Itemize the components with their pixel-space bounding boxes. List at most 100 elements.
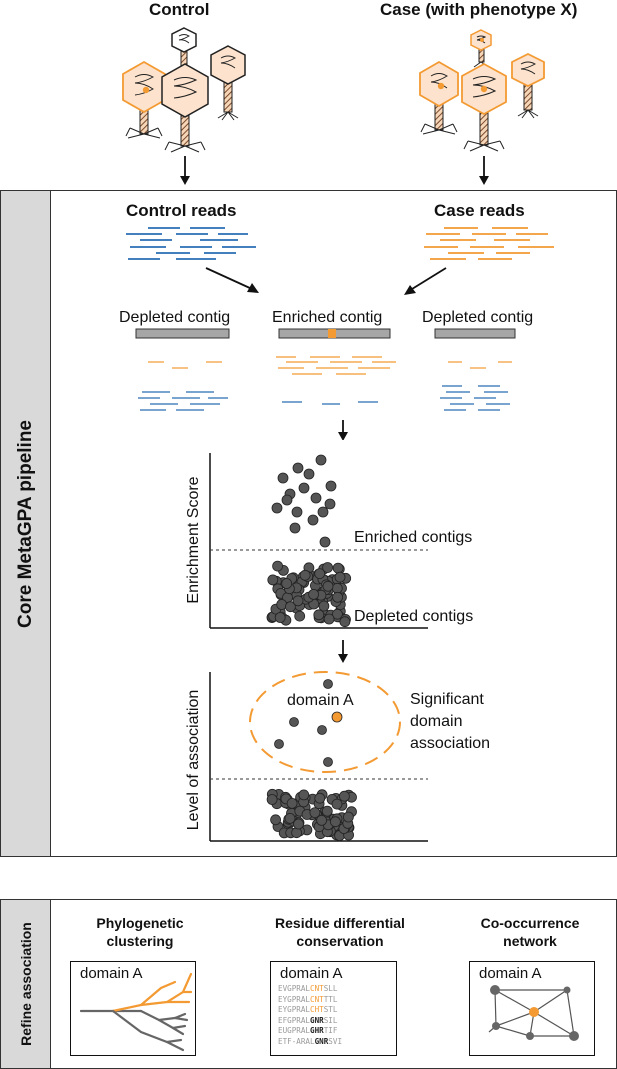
sequence-line: EVGPRALCNTSLL: [278, 984, 338, 993]
associated-domain-point: [323, 679, 333, 689]
cooccurrence-network-title: Co-occurrence network: [480, 915, 580, 949]
depleted-contig-point: [332, 562, 344, 574]
annotation-line: Significant: [410, 691, 484, 708]
down-arrow-icon: [338, 420, 348, 440]
network-domain-label: domain A: [479, 965, 542, 982]
associated-domain-point: [323, 757, 333, 767]
phage-icon: [461, 62, 507, 152]
associated-domain-point: [274, 739, 284, 749]
depleted-contig-bar-left: [135, 328, 230, 339]
depleted-contig-bar-right: [434, 328, 516, 339]
control-reads: [126, 227, 256, 260]
enriched-contigs-label: Enriched contigs: [354, 529, 473, 546]
depleted-contig-point: [281, 578, 293, 589]
depleted-contig-point: [272, 560, 284, 572]
significance-ellipse: [249, 671, 401, 773]
non-significant-domain-point: [309, 807, 321, 818]
sequence-line: EYGPRALCNTTTL: [278, 994, 338, 1004]
sequence-line: ETF-ARALGNRSVI: [278, 1036, 343, 1046]
enriched-contig-point: [303, 468, 315, 480]
depleted-contig-point: [331, 582, 343, 594]
case-title: Case (with phenotype X): [380, 0, 578, 19]
enriched-contig-point: [325, 480, 337, 492]
sequence-line: EYGPRALCHTSTL: [278, 1005, 338, 1014]
down-arrow-icon: [338, 640, 348, 663]
arrow-to-enriched-left-icon: [205, 267, 259, 293]
significant-association-annotation: Significant domain association: [410, 689, 490, 755]
enriched-contig-point: [319, 536, 331, 548]
enriched-contig-label: Enriched contig: [272, 309, 383, 326]
non-significant-domain-point: [321, 805, 333, 817]
depleted-contig-point: [318, 600, 330, 612]
depleted-contig-point: [332, 591, 344, 603]
enriched-contig-point: [324, 498, 336, 510]
annotation-line: domain: [410, 713, 463, 730]
reads-and-contigs: [126, 227, 554, 440]
phage-illustrations: [122, 27, 545, 185]
depleted-contig-point: [322, 580, 334, 592]
phylogenetic-clustering-title: Phylogenetic clustering: [96, 915, 184, 949]
case-reads-label: Case reads: [434, 201, 525, 220]
depleted-contigs-label: Depleted contigs: [354, 608, 474, 625]
phage-icon: [511, 52, 545, 119]
non-significant-domain-point: [316, 815, 328, 826]
annotation-line: association: [410, 735, 491, 752]
residue-conservation-title: Residue differential conservation: [275, 915, 405, 949]
non-significant-domain-point: [342, 811, 354, 823]
non-significant-domain-point: [286, 798, 298, 809]
enriched-contig-point: [277, 472, 289, 484]
control-reads-label: Control reads: [126, 201, 237, 220]
domain-a-point: [331, 711, 343, 723]
case-reads: [424, 227, 554, 260]
phylo-domain-label: domain A: [80, 965, 143, 982]
depleted-contig-point: [284, 601, 296, 613]
enriched-contig-point: [298, 482, 310, 494]
phage-icon: [419, 60, 459, 135]
enriched-contig-point: [317, 506, 329, 518]
depleted-contig-point: [314, 568, 326, 579]
depleted-contig-point: [308, 589, 320, 600]
depleted-contig-point: [299, 569, 311, 581]
depleted-contig-point: [274, 612, 286, 623]
enriched-contig-marker: [328, 329, 336, 338]
association-plot: [209, 640, 428, 842]
sequence-line: EFGPRALGNRSIL: [278, 1015, 338, 1025]
down-arrow-icon: [479, 156, 489, 185]
enriched-contig-point: [271, 502, 283, 514]
non-significant-domain-point: [298, 789, 310, 801]
depleted-contig-label-left: Depleted contig: [119, 309, 231, 326]
enriched-contig-point: [291, 506, 303, 518]
non-significant-domain-point: [329, 816, 341, 828]
enriched-contig-point: [281, 494, 293, 506]
pipeline-side-label: Core MetaGPA pipeline: [0, 190, 51, 857]
network-graph-icon: [488, 985, 579, 1041]
refine-side-label-text: Refine association: [17, 922, 34, 1046]
associated-domain-point: [289, 717, 299, 727]
refine-side-label: Refine association: [0, 899, 51, 1069]
enriched-contig-point: [307, 514, 319, 526]
non-significant-domain-point: [331, 798, 343, 810]
phage-icon: [470, 29, 492, 68]
phage-icon: [122, 60, 166, 139]
phage-icon: [161, 63, 209, 153]
non-significant-domain-point: [314, 792, 326, 804]
depleted-contig-point: [313, 609, 325, 621]
depleted-contig-point: [339, 616, 351, 628]
non-significant-domain-point: [270, 814, 282, 826]
associated-domain-point: [317, 725, 327, 735]
non-significant-domain-point: [291, 827, 303, 839]
enriched-contig-point: [315, 454, 327, 466]
non-significant-domain-point: [266, 794, 278, 805]
arrow-to-enriched-right-icon: [404, 267, 447, 295]
non-significant-domain-point: [338, 790, 350, 802]
depleted-contig-point: [292, 595, 304, 607]
down-arrow-icon: [180, 156, 190, 185]
phage-icon: [210, 45, 246, 121]
non-significant-domain-point: [293, 818, 304, 830]
phylogenetic-tree-icon: [79, 972, 193, 1052]
phylogenetic-tree-box: domain A: [70, 961, 196, 1056]
cooccurrence-network-box: domain A: [469, 961, 595, 1056]
depleted-contig-point: [331, 608, 343, 620]
